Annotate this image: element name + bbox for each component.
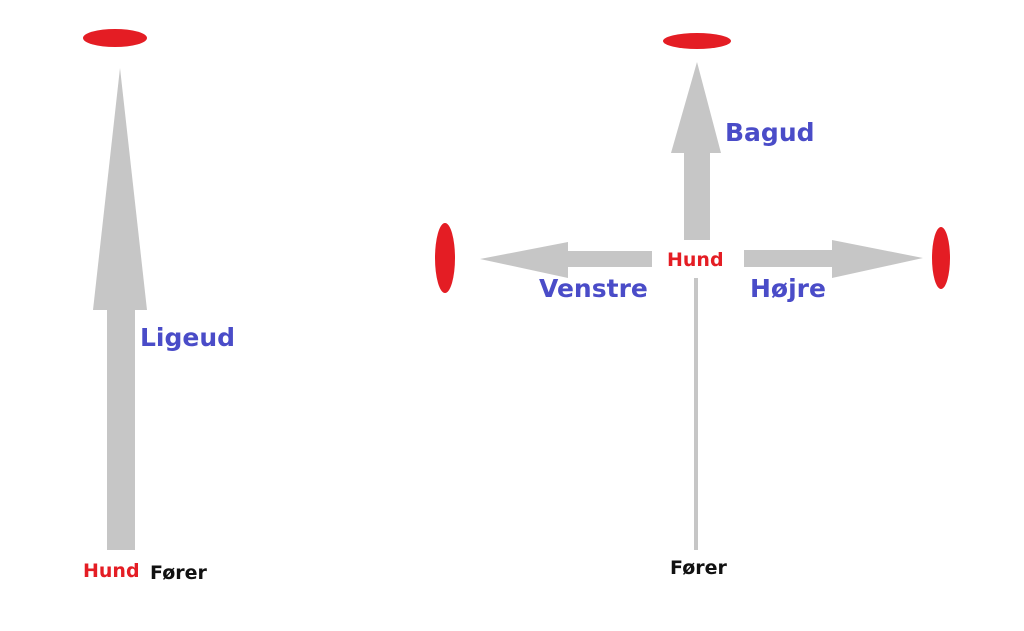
label-dog-left: Hund — [83, 560, 140, 582]
target-top-left — [83, 29, 147, 47]
target-right — [932, 227, 950, 289]
straight-diagram: Ligeud Hund Fører — [83, 29, 235, 584]
straight-arrow — [93, 68, 147, 550]
label-right: Højre — [750, 274, 826, 303]
left-arrow — [480, 242, 652, 278]
label-dog-right: Hund — [667, 249, 724, 271]
label-left: Venstre — [539, 274, 648, 303]
label-handler-right: Fører — [670, 557, 728, 579]
label-back: Bagud — [725, 118, 815, 147]
label-straight: Ligeud — [140, 323, 235, 352]
right-arrow — [744, 240, 923, 278]
back-arrow — [671, 62, 721, 240]
target-left — [435, 223, 455, 293]
target-top-right — [663, 33, 731, 49]
directions-diagram: Bagud Hund Venstre Højre Fører — [435, 33, 950, 579]
label-handler-left: Fører — [150, 562, 208, 584]
handler-line — [694, 278, 698, 550]
